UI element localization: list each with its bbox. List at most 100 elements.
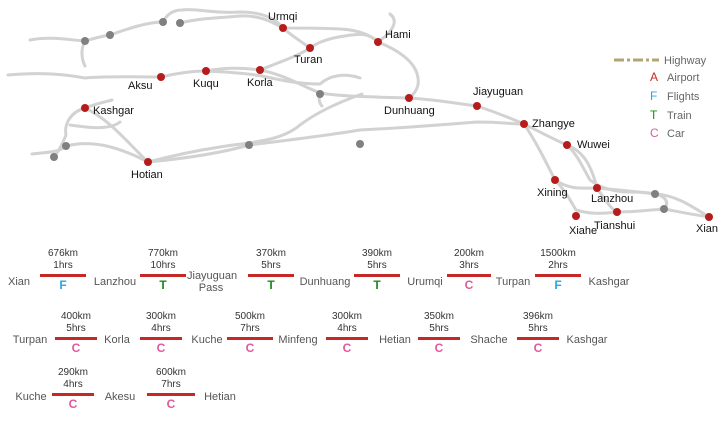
city-label-lanzhou: Lanzhou <box>591 193 633 205</box>
segment-time: 4hrs <box>63 379 83 390</box>
route-stop: Kashgar <box>566 334 608 346</box>
city-label-kuqu: Kuqu <box>193 78 219 90</box>
route-stop: Xian <box>7 276 31 288</box>
junction-dot <box>176 19 184 27</box>
highway <box>553 178 619 215</box>
city-label-xiahe: Xiahe <box>569 225 597 237</box>
city-label-wuwei: Wuwei <box>577 139 610 151</box>
junction-dot <box>81 37 89 45</box>
segment-time: 7hrs <box>240 323 260 334</box>
route-stop: Shache <box>470 334 508 346</box>
city-label-dunhuang: Dunhuang <box>384 105 435 117</box>
segment-time: 3hrs <box>459 260 479 271</box>
route-stop: Dunhuang <box>299 276 351 288</box>
segment-time: 2hrs <box>548 260 568 271</box>
segment-mode-C: C <box>342 341 352 355</box>
segment-time: 5hrs <box>528 323 548 334</box>
city-label-korla: Korla <box>247 77 274 89</box>
legend-highway-label: Highway <box>664 55 707 67</box>
city-marker-tianshui <box>613 208 621 216</box>
route-stop: Kashgar <box>588 276 630 288</box>
segment-line <box>227 337 273 340</box>
segment-time: 10hrs <box>150 260 176 271</box>
airport-letter: A <box>650 70 658 84</box>
city-label-hami: Hami <box>385 29 411 41</box>
segment-line <box>248 274 294 277</box>
segment-distance: 200km <box>453 248 484 259</box>
legend-flights-label: Flights <box>667 91 700 103</box>
city-label-xian: Xian <box>696 223 718 235</box>
segment-mode-T: T <box>159 278 167 292</box>
segment-distance: 600km <box>155 367 186 378</box>
junction-dot <box>62 142 70 150</box>
segment-mode-F: F <box>59 278 67 292</box>
city-marker-urmqi <box>279 24 287 32</box>
route-stop: Kuche <box>15 391 47 403</box>
city-marker-aksu <box>157 73 165 81</box>
legend-car-label: Car <box>667 128 685 140</box>
segment-mode-C: C <box>434 341 444 355</box>
junction-dot <box>651 190 659 198</box>
highway <box>376 12 420 100</box>
highway <box>522 122 599 190</box>
junction-dot <box>50 153 58 161</box>
city-label-zhangye: Zhangye <box>532 118 575 130</box>
segment-time: 5hrs <box>261 260 281 271</box>
highway <box>281 26 380 50</box>
segment-time: 5hrs <box>367 260 387 271</box>
segment-distance: 1500km <box>540 248 576 259</box>
junction-dot <box>159 18 167 26</box>
city-marker-xiahe <box>572 212 580 220</box>
city-marker-jiayuguan <box>473 102 481 110</box>
segment-time: 4hrs <box>337 323 357 334</box>
city-label-kashgar: Kashgar <box>93 105 134 117</box>
junction-dots <box>50 18 668 213</box>
city-marker-korla <box>256 66 264 74</box>
segment-mode-C: C <box>71 341 81 355</box>
map-legend: Highway A Airport F Flights T Train C Ca… <box>614 55 707 140</box>
city-marker-xining <box>551 176 559 184</box>
segment-mode-C: C <box>156 341 166 355</box>
junction-dot <box>356 140 364 148</box>
city-label-turan: Turan <box>294 54 322 66</box>
city-label-jiayuguan: Jiayuguan <box>473 86 523 98</box>
junction-dot <box>106 31 114 39</box>
route-stop: Korla <box>104 334 130 346</box>
segment-mode-C: C <box>533 341 543 355</box>
segment-mode-T: T <box>373 278 381 292</box>
city-marker-lanzhou <box>593 184 601 192</box>
segment-mode-C: C <box>245 341 255 355</box>
segment-line <box>326 337 368 340</box>
city-label-aksu: Aksu <box>128 80 152 92</box>
city-label-hotian: Hotian <box>131 169 163 181</box>
segment-distance: 500km <box>234 311 265 322</box>
city-marker-hotian <box>144 158 152 166</box>
route-stop: Turpan <box>495 276 531 288</box>
segment-distance: 300km <box>331 311 362 322</box>
segment-line <box>140 274 186 277</box>
route-stop: Minfeng <box>278 334 318 346</box>
highway <box>83 92 364 164</box>
segment-distance: 770km <box>147 248 178 259</box>
junction-dot <box>316 90 324 98</box>
segment-distance: 400km <box>60 311 91 322</box>
route-stop: Hetian <box>379 334 411 346</box>
car-letter: C <box>650 126 659 140</box>
segment-mode-F: F <box>554 278 562 292</box>
segment-time: 1hrs <box>53 260 73 271</box>
segment-distance: 290km <box>57 367 88 378</box>
highway <box>146 120 526 164</box>
